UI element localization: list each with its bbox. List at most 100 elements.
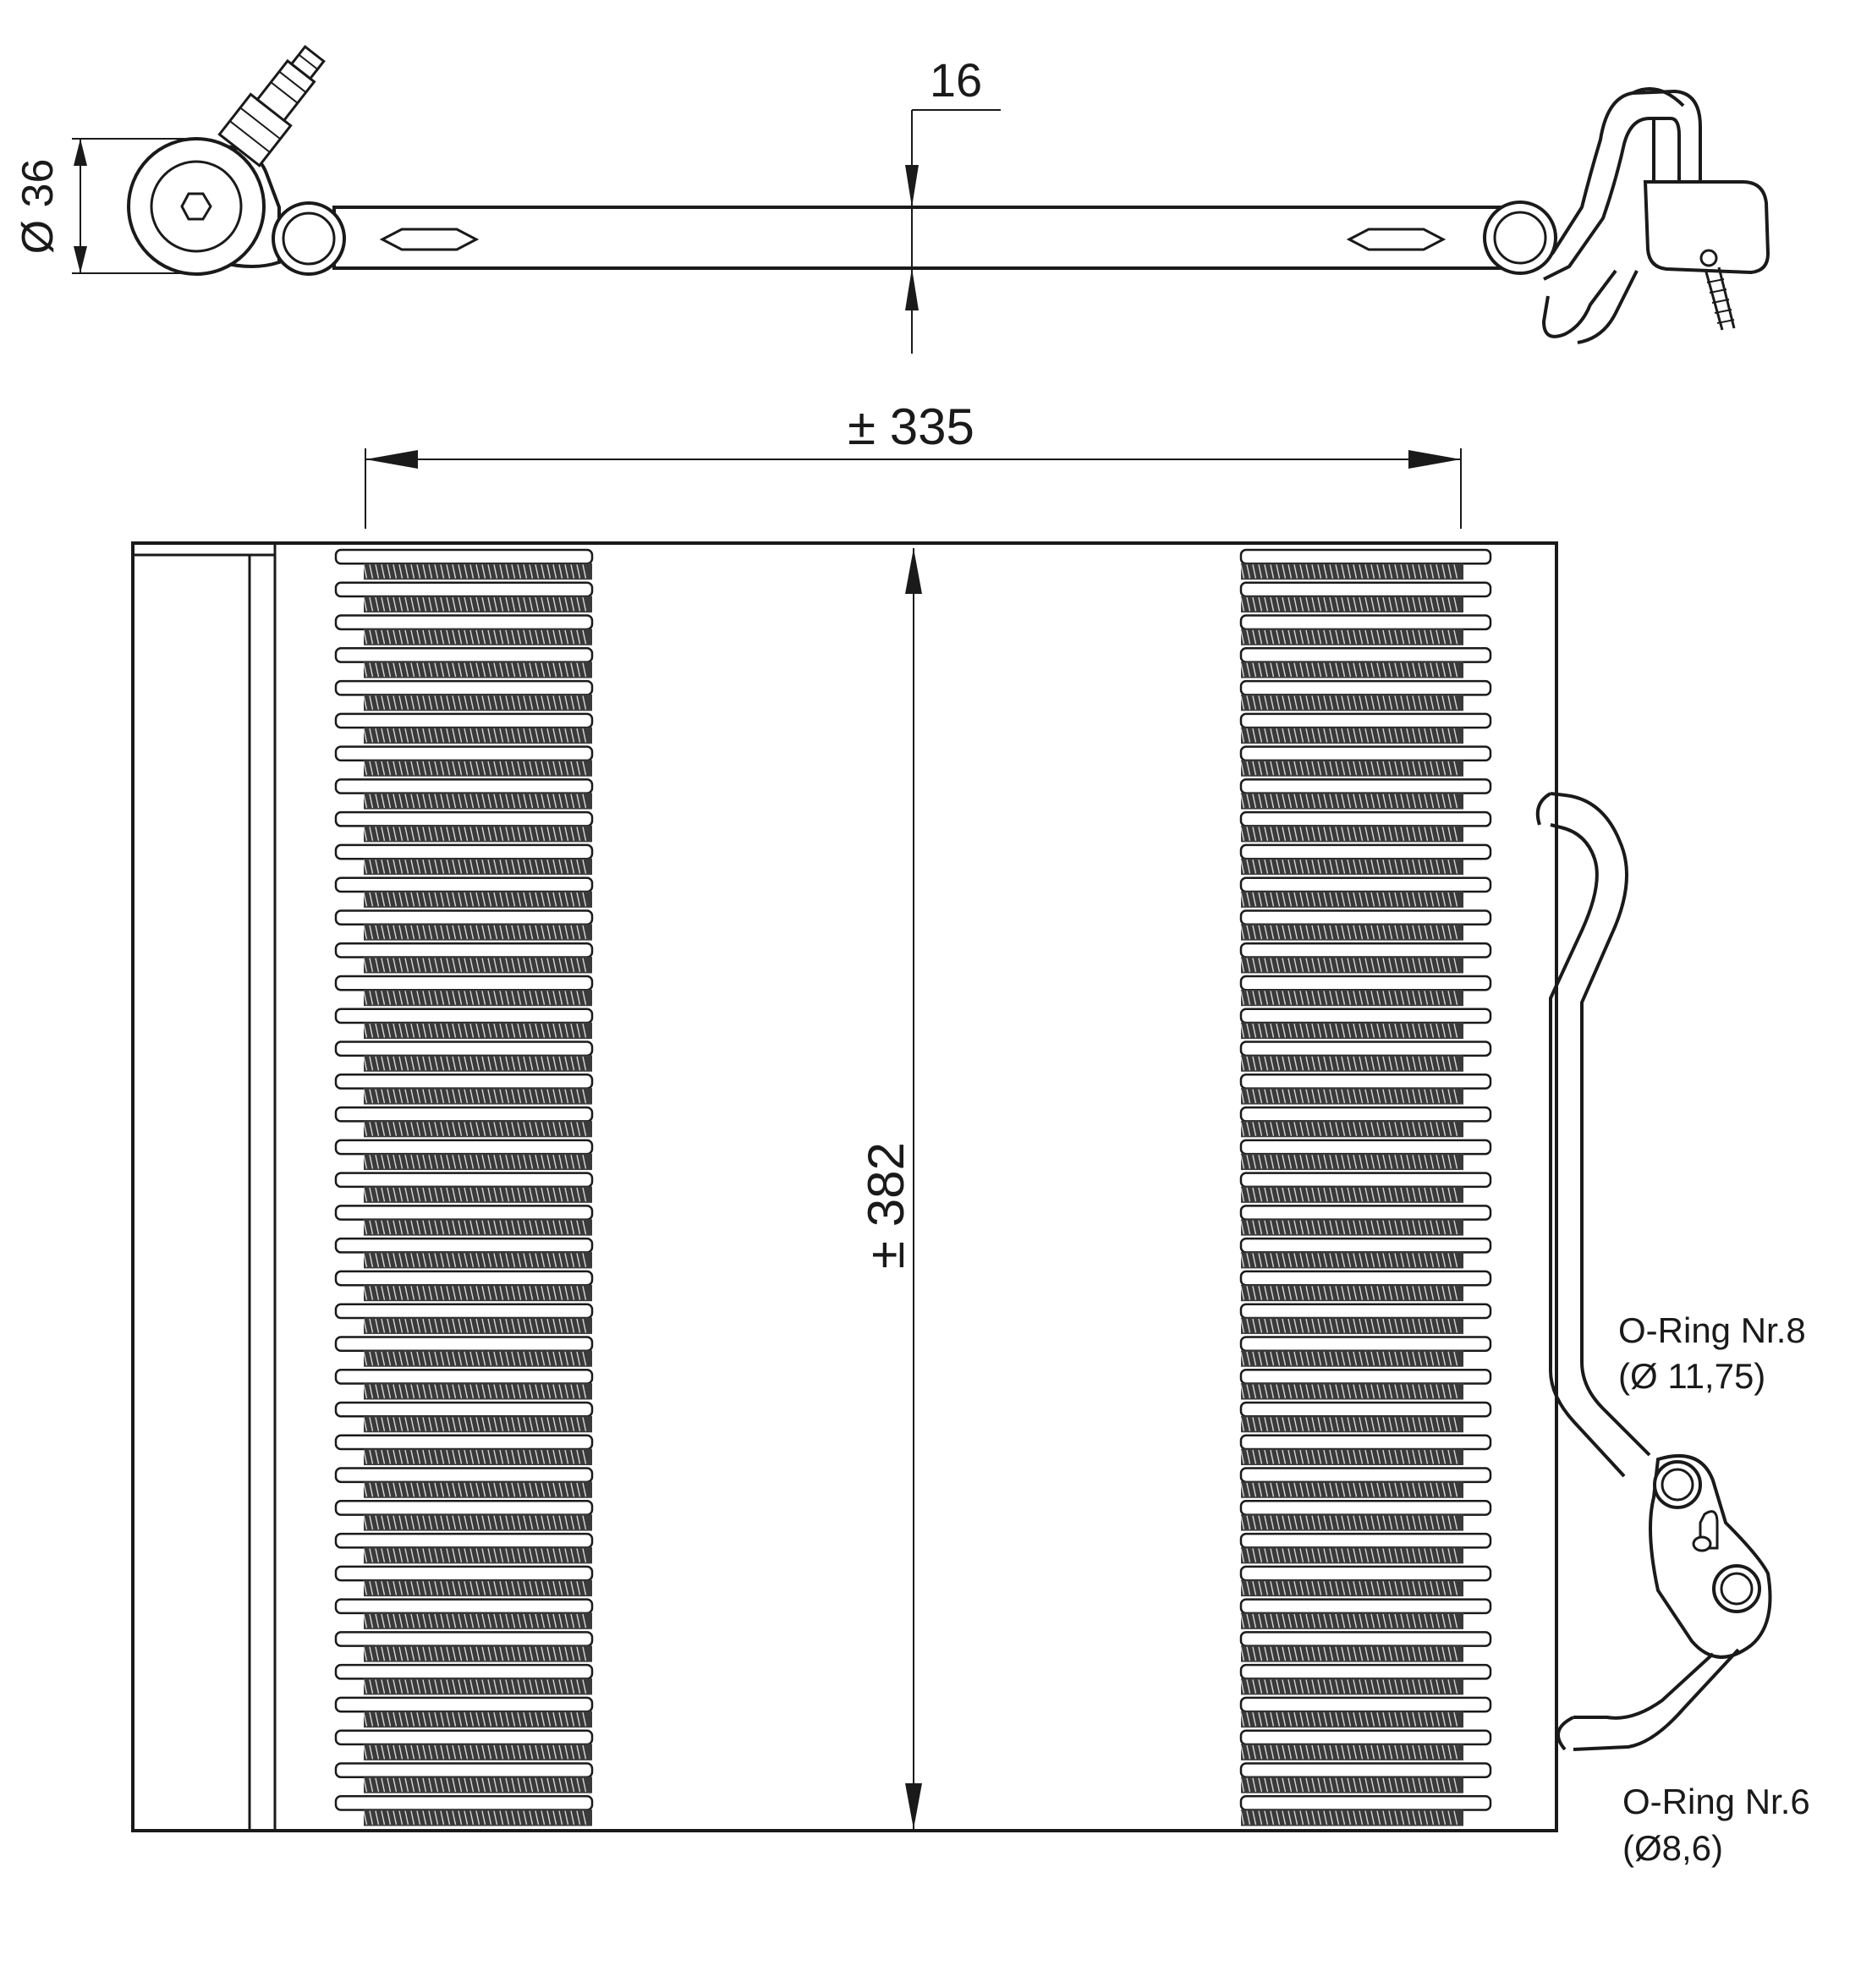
tube	[1239, 1106, 1492, 1123]
fin-row	[1241, 1383, 1463, 1400]
fin-row	[1241, 891, 1463, 908]
tube	[334, 1336, 594, 1352]
tube	[1239, 778, 1492, 794]
fin-zigzag	[363, 794, 587, 809]
tube	[1239, 1205, 1492, 1221]
tube	[1239, 843, 1492, 860]
fin-zigzag	[363, 1810, 587, 1826]
fin-row	[1241, 1153, 1463, 1171]
tube	[1239, 1041, 1492, 1057]
fin-block-right	[1239, 548, 1492, 1826]
tube	[334, 1237, 594, 1254]
tube	[334, 548, 594, 565]
fin-zigzag	[363, 1581, 587, 1595]
fin-zigzag	[363, 925, 587, 940]
front-view: ± 335 ± 382	[131, 398, 1810, 1868]
oring-6-name: O-Ring Nr.6	[1622, 1782, 1810, 1821]
fin-row	[1241, 1546, 1463, 1564]
dimension-height: ± 382	[858, 548, 922, 1829]
tube	[334, 876, 594, 893]
fin-row	[1241, 825, 1463, 843]
fin-row	[1241, 1186, 1463, 1203]
tube	[334, 1270, 594, 1287]
fin-zigzag	[1240, 1679, 1458, 1694]
tube	[1239, 1729, 1492, 1746]
tube	[334, 1663, 594, 1680]
tube	[334, 1631, 594, 1647]
tube	[334, 909, 594, 925]
fin-zigzag	[363, 695, 587, 710]
fin-zigzag	[1240, 695, 1458, 710]
fin-zigzag	[363, 1318, 587, 1333]
fin-row	[1241, 1350, 1463, 1367]
fin-zigzag	[1240, 1450, 1458, 1464]
fin-zigzag	[363, 827, 587, 841]
fin-row	[1241, 858, 1463, 876]
fin-row	[1241, 1120, 1463, 1138]
fin-zigzag	[363, 1155, 587, 1169]
oring-8-name: O-Ring Nr.8	[1618, 1310, 1806, 1350]
dimension-width: ± 335	[365, 398, 1462, 529]
tube	[334, 1008, 594, 1024]
fin-zigzag	[1240, 761, 1458, 776]
fin-zigzag	[363, 629, 587, 645]
tube	[334, 1794, 594, 1811]
fin-zigzag	[363, 1089, 587, 1104]
fin-zigzag	[1240, 794, 1458, 809]
tube	[334, 942, 594, 958]
fin-zigzag	[1240, 925, 1458, 940]
fin-zigzag	[1240, 958, 1458, 973]
fin-zigzag	[363, 1613, 587, 1628]
fin-zigzag	[1240, 1581, 1458, 1595]
fin-row	[1241, 957, 1463, 974]
fin-zigzag	[1240, 597, 1458, 612]
tube	[334, 1368, 594, 1385]
oring-8-size: (Ø 11,75)	[1618, 1356, 1765, 1396]
fin-zigzag	[1240, 892, 1458, 907]
fin-zigzag	[1240, 1122, 1458, 1136]
tube	[1239, 1532, 1492, 1549]
fin-zigzag	[1240, 1712, 1458, 1727]
fin-zigzag	[363, 1679, 587, 1694]
fin-zigzag	[363, 1646, 587, 1661]
fin-row	[1241, 760, 1463, 777]
tube	[334, 975, 594, 991]
fin-row	[1241, 694, 1463, 711]
tube	[1239, 1762, 1492, 1778]
tube	[1239, 909, 1492, 925]
fin-zigzag	[1240, 1286, 1458, 1300]
fin-zigzag	[1240, 1024, 1458, 1038]
fin-zigzag	[1240, 1646, 1458, 1661]
tube	[1239, 1401, 1492, 1418]
oring-8-callout: O-Ring Nr.8 (Ø 11,75)	[1618, 1310, 1806, 1396]
tube	[334, 647, 594, 663]
top-view-slot-right	[1346, 228, 1447, 251]
tube	[334, 1106, 594, 1123]
tube	[1239, 548, 1492, 565]
fin-zigzag	[363, 1253, 587, 1267]
tube	[1239, 1467, 1492, 1484]
tube	[334, 745, 594, 762]
fin-row	[1241, 1055, 1463, 1072]
tube	[334, 1500, 594, 1516]
fin-zigzag	[363, 564, 587, 579]
fin-zigzag	[363, 1417, 587, 1431]
tube	[1239, 1565, 1492, 1582]
fin-zigzag	[363, 1122, 587, 1136]
fin-zigzag	[1240, 1548, 1458, 1562]
fin-row	[1241, 793, 1463, 810]
fin-zigzag	[1240, 1613, 1458, 1628]
diameter-label: Ø 36	[14, 159, 63, 255]
fin-zigzag	[363, 1220, 587, 1235]
right-pipe-assembly	[1535, 792, 1772, 1751]
tube	[1239, 876, 1492, 893]
fin-zigzag	[1240, 1515, 1458, 1530]
fin-zigzag	[1240, 1253, 1458, 1267]
fin-row	[1241, 1448, 1463, 1465]
fin-row	[1241, 596, 1463, 612]
tube	[1239, 1303, 1492, 1320]
tube	[334, 1401, 594, 1418]
fin-block-left	[334, 548, 594, 1826]
fin-zigzag	[363, 1515, 587, 1530]
fin-row	[1241, 1711, 1463, 1728]
